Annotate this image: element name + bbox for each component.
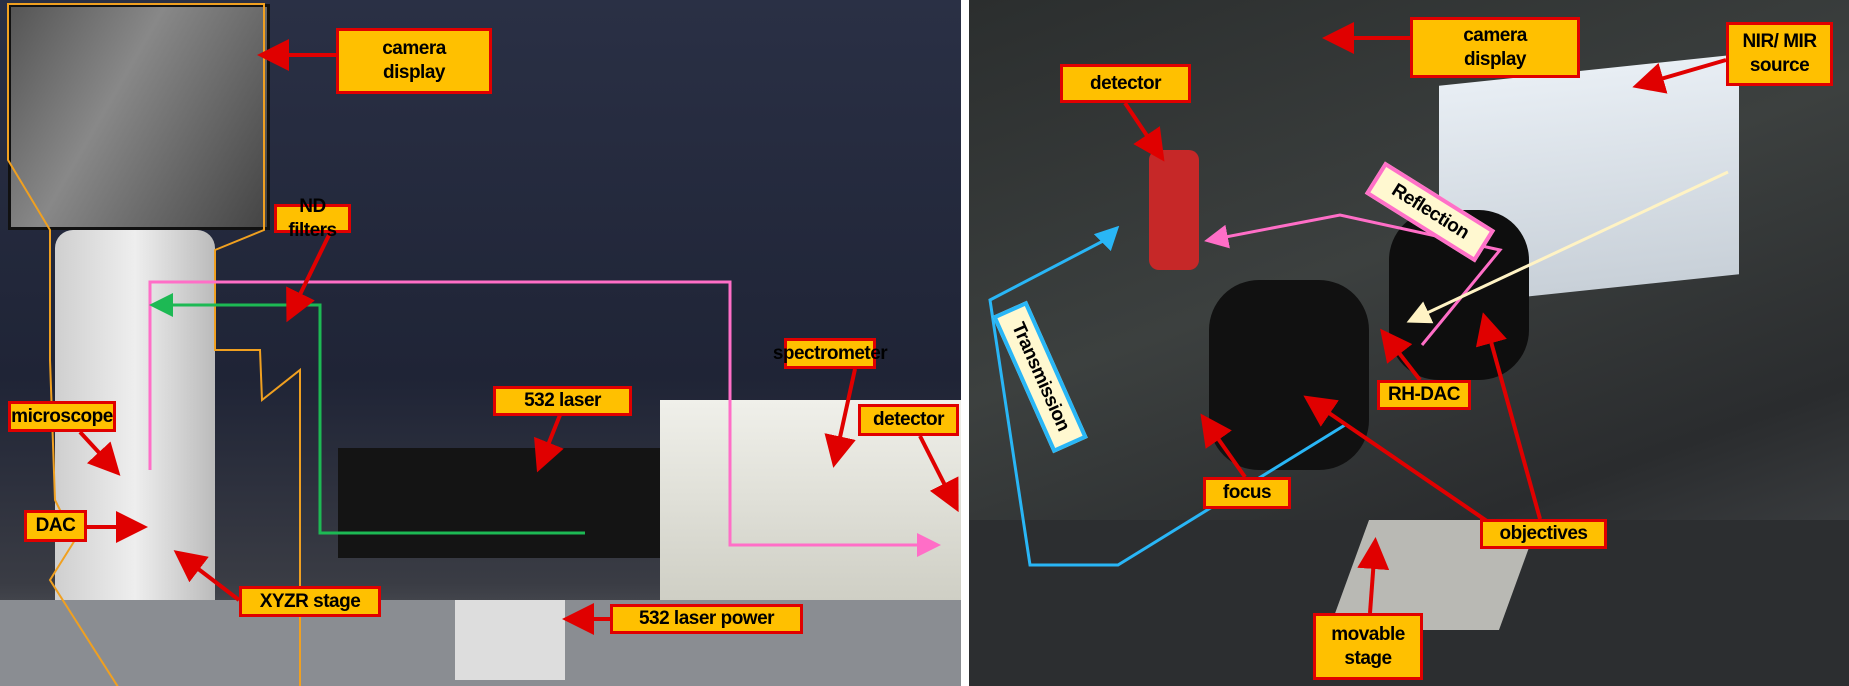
label-microscope: microscope (8, 401, 116, 432)
laser-box (338, 448, 708, 558)
arrow-objectives-1 (1303, 395, 1502, 532)
label-movable-stage: movable stage (1313, 613, 1423, 680)
blue-beam-transmission (988, 225, 1346, 567)
label-nir-mir-source: NIR/ MIR source (1726, 22, 1833, 86)
arrow-objectives-2 (1475, 312, 1542, 520)
label-532-laser-power: 532 laser power (610, 604, 803, 634)
arrow-xyzr-stage (173, 550, 241, 602)
label-nd-filters: ND filters (274, 196, 351, 241)
microscope-outline (7, 3, 301, 686)
pink-beam-left (148, 280, 941, 557)
arrow-microscope (78, 430, 121, 476)
label-detector-right: detector (1060, 64, 1191, 103)
camera-monitor (8, 4, 270, 230)
label-532-laser: 532 laser (493, 386, 632, 416)
laser-power-supply (455, 600, 565, 680)
arrow-spectrometer (824, 368, 857, 468)
arrow-rh-dac (1380, 328, 1422, 382)
arrow-detector-left (918, 435, 959, 513)
objective-lens-1 (1209, 280, 1369, 470)
arrow-movable-stage (1357, 537, 1390, 614)
label-detector-left: detector (858, 404, 959, 436)
arrow-532-laser (534, 414, 564, 473)
label-dac: DAC (24, 510, 87, 542)
label-camera-display-right: camera display (1410, 17, 1580, 78)
arrow-nd-filters (286, 232, 332, 323)
label-camera-display-left: camera display (336, 28, 492, 94)
arrow-focus (1200, 413, 1247, 479)
cream-beam-source (1406, 170, 1729, 324)
label-spectrometer: spectrometer (773, 338, 888, 369)
arrow-detector-right (1123, 101, 1165, 162)
microscope-body (55, 230, 215, 670)
green-beam-left (149, 293, 585, 535)
arrow-nir-mir-source (1632, 58, 1727, 94)
label-focus: focus (1203, 477, 1291, 509)
detector-cylinder (1149, 150, 1199, 270)
label-rh-dac: RH-DAC (1377, 380, 1471, 410)
label-xyzr-stage: XYZR stage (239, 586, 381, 617)
label-objectives: objectives (1480, 519, 1607, 549)
